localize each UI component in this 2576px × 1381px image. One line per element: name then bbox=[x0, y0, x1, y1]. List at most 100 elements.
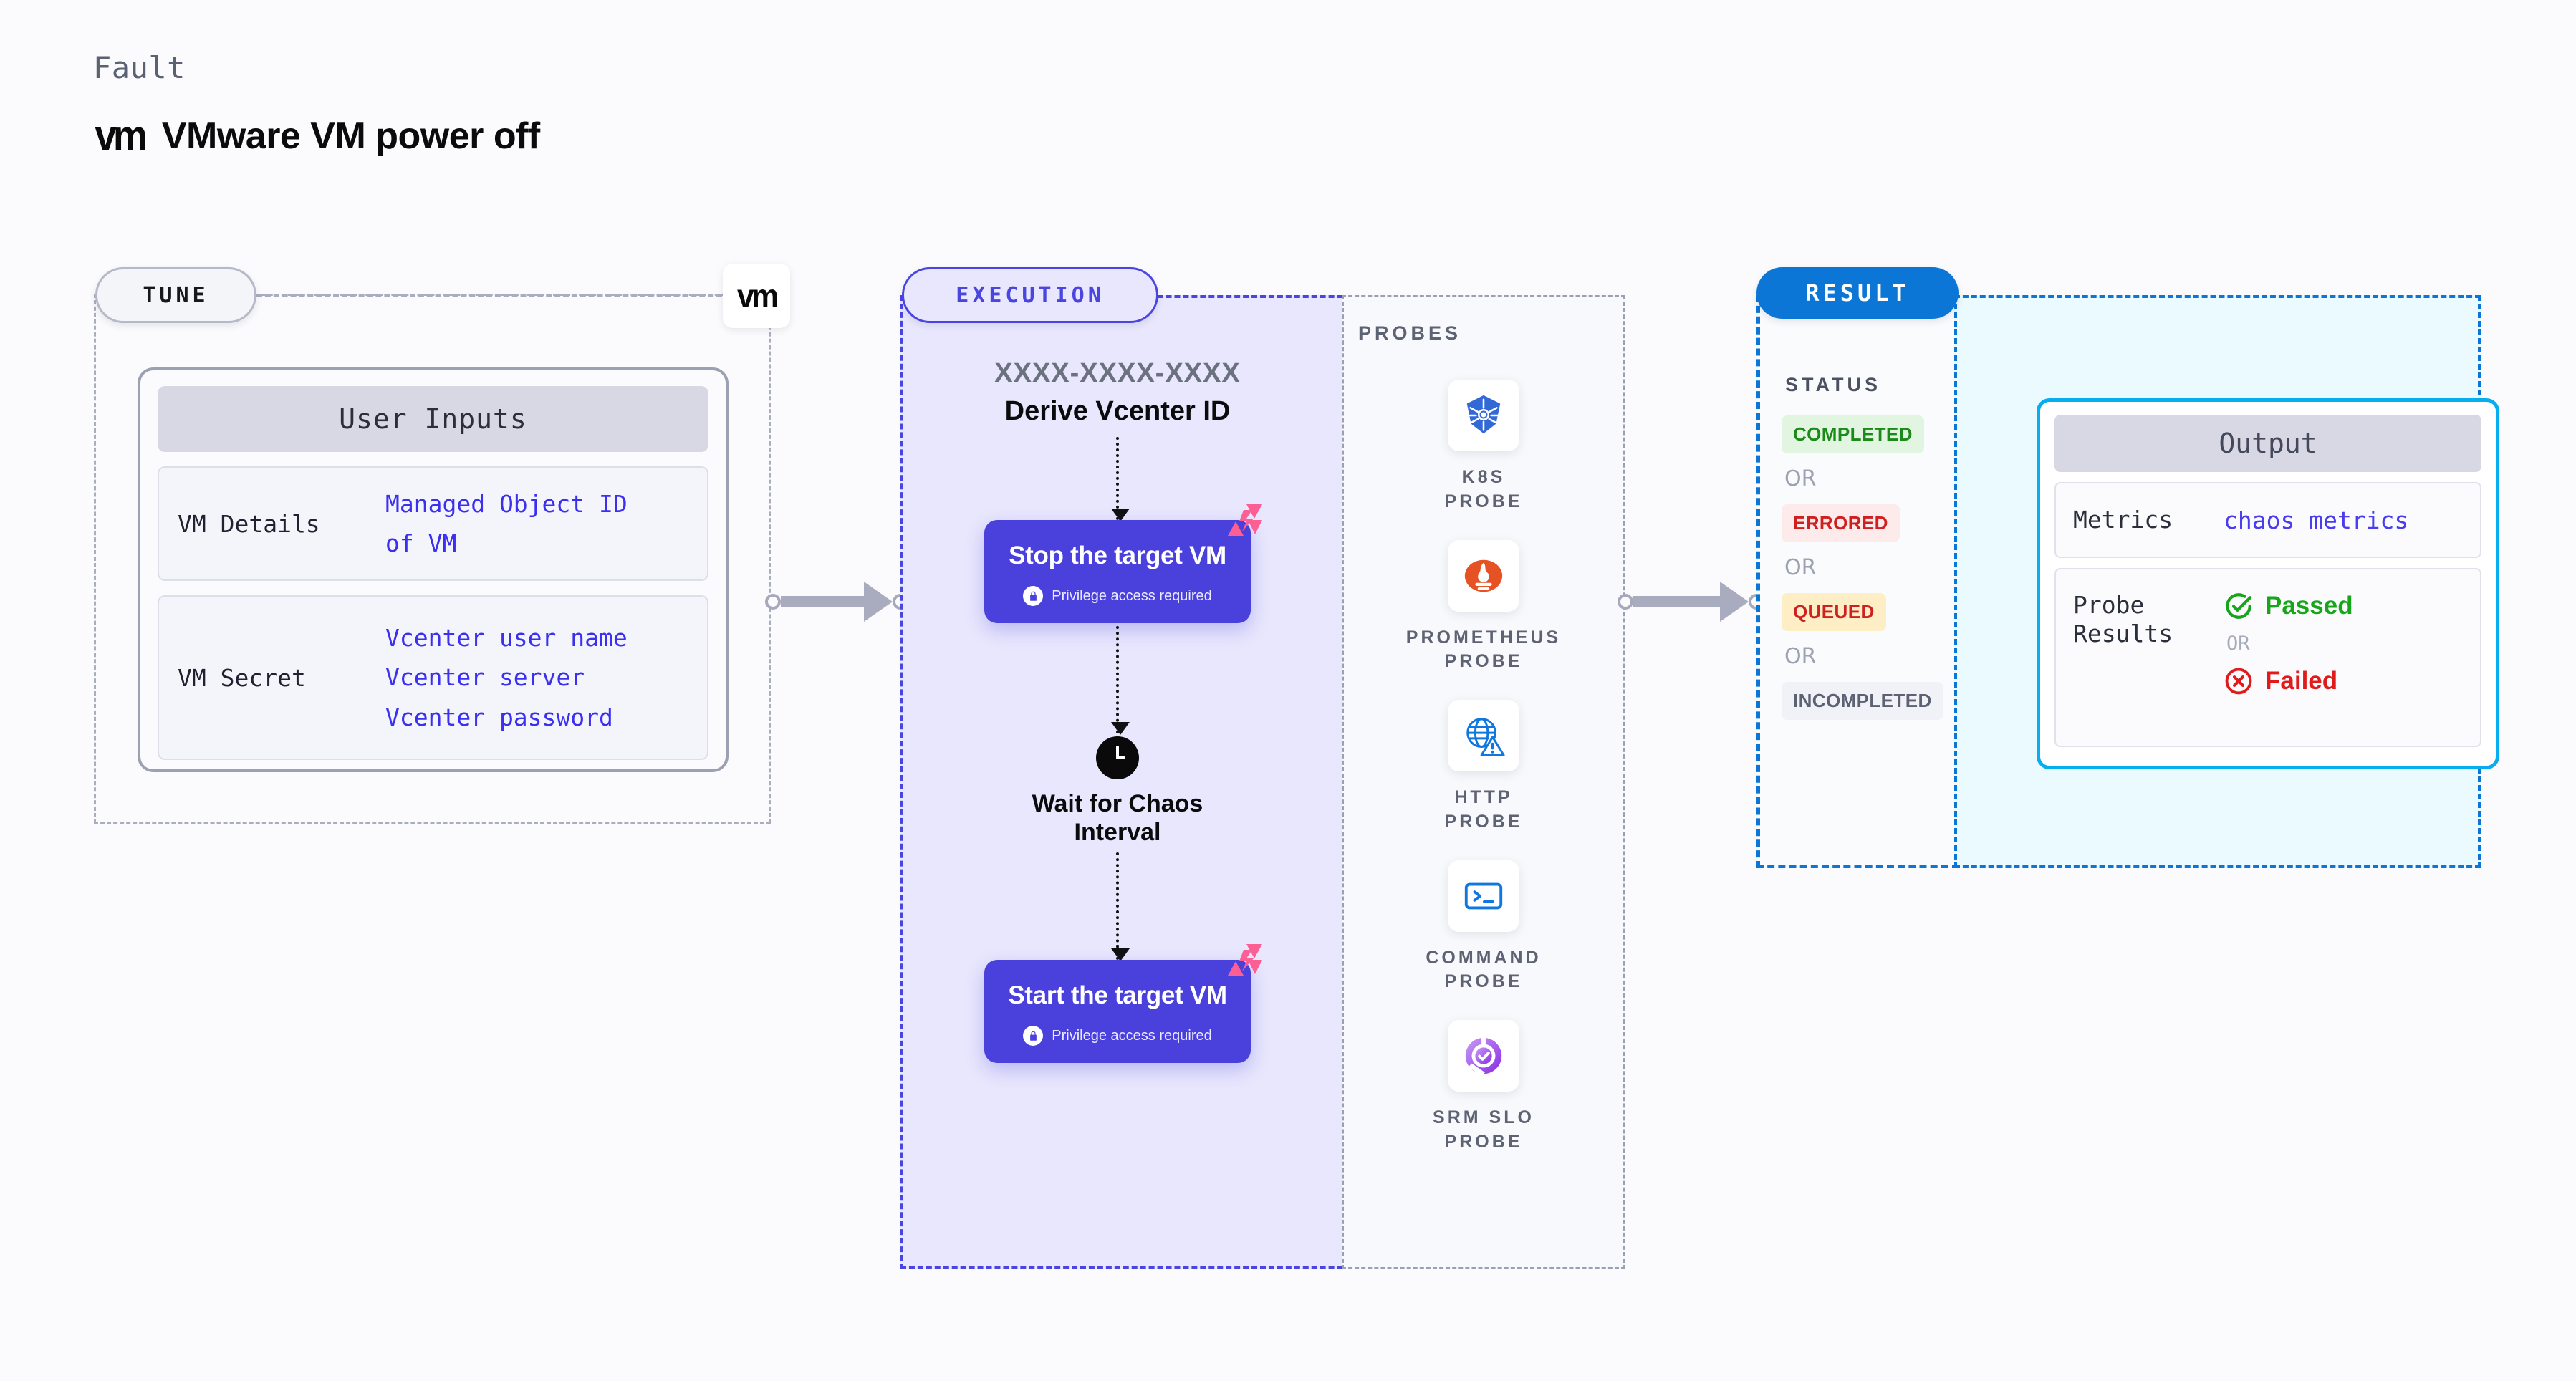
row-value: Vcenter password bbox=[385, 703, 613, 731]
probe-label: COMMAND PROBE bbox=[1426, 947, 1542, 992]
connector-start-dot bbox=[1618, 594, 1633, 610]
page-title-row: vm VMware VM power off bbox=[93, 112, 541, 159]
srm-slo-icon bbox=[1465, 1035, 1502, 1077]
clock-icon bbox=[1096, 736, 1139, 779]
probes-title: PROBES bbox=[1358, 322, 1462, 344]
probe-tile bbox=[1448, 380, 1519, 451]
flow-arrow-down-icon bbox=[1111, 626, 1130, 735]
status-list: COMPLETED OR ERRORED OR QUEUED OR INCOMP… bbox=[1782, 415, 1946, 720]
output-metrics-label: Metrics bbox=[2073, 505, 2173, 534]
wait-label-line2: Interval bbox=[1074, 819, 1161, 847]
row-value: Vcenter user name bbox=[385, 624, 628, 653]
connector-bar bbox=[1633, 596, 1721, 607]
probe-label: K8S PROBE bbox=[1444, 467, 1523, 511]
step-title: Stop the target VM bbox=[1009, 542, 1226, 569]
derive-vcenter-id-value: XXXX-XXXX-XXXX bbox=[994, 358, 1241, 388]
page-title: VMware VM power off bbox=[161, 115, 540, 157]
probe-item-k8s[interactable]: K8S PROBE bbox=[1376, 380, 1591, 514]
execution-badge[interactable]: EXECUTION bbox=[902, 267, 1158, 323]
connector-arrowhead bbox=[864, 582, 893, 622]
x-circle-icon bbox=[2225, 668, 2252, 695]
step-start-target-vm[interactable]: Start the target VM Privilege access req… bbox=[984, 944, 1262, 1064]
probes-section-frame bbox=[1342, 295, 1625, 1269]
status-or-label: OR bbox=[1784, 555, 1817, 580]
chaos-badge-icon bbox=[1226, 943, 1264, 977]
step-privilege-note: Privilege access required bbox=[1023, 1026, 1212, 1046]
step-privilege-text: Privilege access required bbox=[1052, 587, 1212, 604]
step-privilege-text: Privilege access required bbox=[1052, 1027, 1212, 1044]
probe-results-stack: Passed OR Failed bbox=[2224, 591, 2353, 696]
execution-flow: XXXX-XXXX-XXXX Derive Vcenter ID Stop th… bbox=[924, 358, 1311, 1064]
probe-result-passed: Passed bbox=[2224, 591, 2353, 621]
connector-execution-to-result bbox=[1618, 580, 1764, 623]
prometheus-icon bbox=[1464, 559, 1503, 592]
status-badge-incompleted: INCOMPLETED bbox=[1782, 682, 1943, 720]
probe-label: SRM SLO PROBE bbox=[1433, 1107, 1534, 1152]
status-or-label: OR bbox=[1784, 466, 1817, 491]
status-badge-errored: ERRORED bbox=[1782, 504, 1900, 542]
user-input-row-vm-secret[interactable]: VM Secret Vcenter user name Vcenter serv… bbox=[158, 595, 708, 760]
output-metrics-value: chaos metrics bbox=[2224, 506, 2409, 534]
row-values: Managed Object ID of VM bbox=[385, 489, 628, 559]
status-title: STATUS bbox=[1785, 374, 1881, 395]
probe-result-failed: Failed bbox=[2224, 666, 2353, 696]
output-title: Output bbox=[2054, 415, 2481, 472]
probe-item-srm-slo[interactable]: SRM SLO PROBE bbox=[1376, 1020, 1591, 1155]
probe-tile bbox=[1448, 700, 1519, 771]
kubernetes-icon bbox=[1466, 395, 1501, 434]
step-title: Start the target VM bbox=[1008, 981, 1227, 1010]
output-row-metrics[interactable]: Metrics chaos metrics bbox=[2054, 482, 2481, 558]
connector-tune-to-execution bbox=[765, 580, 908, 623]
user-inputs-card: User Inputs VM Details Managed Object ID… bbox=[138, 367, 729, 772]
row-value: Managed Object ID bbox=[385, 489, 628, 518]
check-circle-icon bbox=[2226, 593, 2252, 619]
step-privilege-note: Privilege access required bbox=[1023, 586, 1212, 606]
connector-start-dot bbox=[765, 594, 781, 610]
flow-arrow-down-icon bbox=[1111, 437, 1130, 521]
probe-item-http[interactable]: HTTP PROBE bbox=[1376, 700, 1591, 834]
wait-for-chaos-interval-label: Wait for Chaos Interval bbox=[1032, 789, 1203, 847]
status-or-label: OR bbox=[1784, 644, 1817, 669]
derive-vcenter-id-label: Derive Vcenter ID bbox=[1004, 396, 1231, 426]
status-badge-queued: QUEUED bbox=[1782, 593, 1886, 631]
http-globe-warning-icon bbox=[1466, 718, 1505, 756]
connector-bar bbox=[781, 596, 865, 607]
connector-arrowhead bbox=[1720, 582, 1749, 622]
result-section-frame bbox=[1756, 295, 1959, 868]
status-badge-completed: COMPLETED bbox=[1782, 415, 1924, 453]
probe-result-passed-label: Passed bbox=[2265, 592, 2353, 620]
probe-tile bbox=[1448, 1020, 1519, 1092]
wait-label-line1: Wait for Chaos bbox=[1032, 790, 1203, 817]
user-inputs-title: User Inputs bbox=[158, 386, 708, 452]
probe-tile bbox=[1448, 860, 1519, 932]
row-label: VM Details bbox=[178, 509, 320, 538]
vmware-logo-card: vm bbox=[723, 264, 790, 328]
vmware-logo-icon: vm bbox=[736, 277, 779, 314]
probes-list: K8S PROBE PROMETHEUS PROBE bbox=[1342, 380, 1625, 1155]
lock-icon bbox=[1023, 1026, 1044, 1046]
probe-tile bbox=[1448, 539, 1519, 612]
lock-icon bbox=[1023, 586, 1044, 606]
result-badge[interactable]: RESULT bbox=[1756, 267, 1959, 319]
probe-item-command[interactable]: COMMAND PROBE bbox=[1376, 860, 1591, 995]
terminal-prompt-icon bbox=[1464, 882, 1503, 909]
probe-label: PROMETHEUS PROBE bbox=[1405, 627, 1562, 672]
row-value: of VM bbox=[385, 529, 457, 557]
user-input-row-vm-details[interactable]: VM Details Managed Object ID of VM bbox=[158, 466, 708, 581]
step-stop-target-vm[interactable]: Stop the target VM Privilege access requ… bbox=[984, 504, 1262, 623]
tune-badge[interactable]: TUNE bbox=[95, 267, 256, 323]
probe-result-failed-label: Failed bbox=[2265, 667, 2338, 695]
flow-arrow-down-icon bbox=[1111, 852, 1130, 962]
tune-section-frame bbox=[94, 294, 771, 824]
probe-item-prometheus[interactable]: PROMETHEUS PROBE bbox=[1376, 539, 1591, 675]
probe-result-or-label: OR bbox=[2226, 632, 2250, 655]
chaos-badge-icon bbox=[1226, 503, 1264, 537]
page-kicker: Fault bbox=[93, 50, 186, 85]
row-label: VM Secret bbox=[178, 663, 306, 692]
row-value: Vcenter server bbox=[385, 663, 585, 692]
vmware-logo-icon: vm bbox=[95, 112, 148, 159]
